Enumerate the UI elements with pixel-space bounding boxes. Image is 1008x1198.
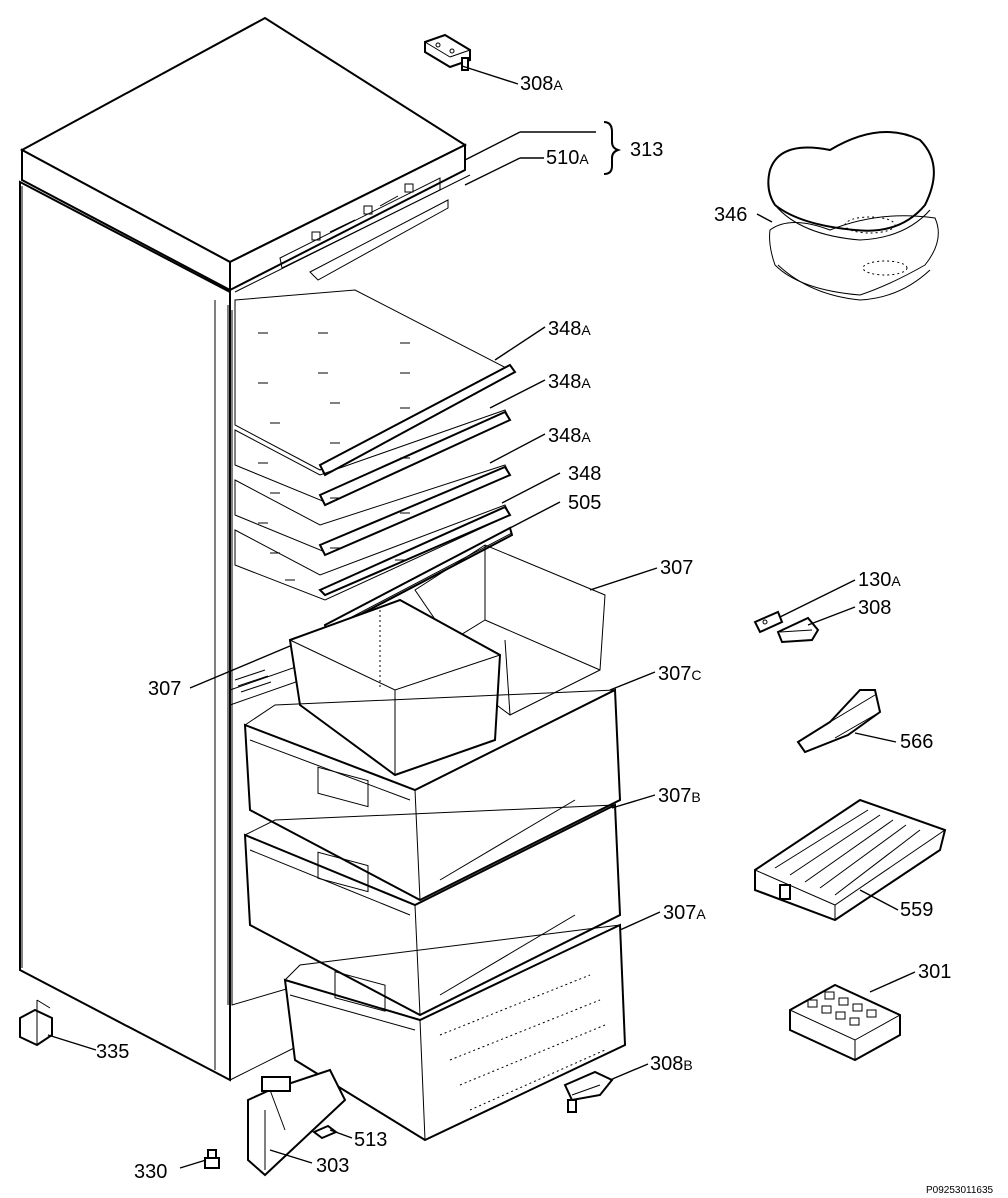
callout-303: 303 xyxy=(316,1155,349,1177)
callout-labels: 308A 313 510A 346 348A 348A 348A 348 505… xyxy=(96,73,951,1183)
callout-307b: 307B xyxy=(658,785,701,807)
callout-348: 348 xyxy=(568,463,601,485)
callout-348a-2: 348A xyxy=(548,371,591,393)
callout-308a: 308A xyxy=(520,73,563,95)
callout-308b: 308B xyxy=(650,1053,693,1075)
top-hinge-part xyxy=(424,33,471,71)
bracket-313 xyxy=(603,121,622,175)
callout-513: 513 xyxy=(354,1129,387,1151)
callout-559: 559 xyxy=(900,899,933,921)
foot-bracket-part xyxy=(19,999,53,1047)
ice-tray-lid-part xyxy=(754,798,947,922)
hinge-parts xyxy=(753,610,820,644)
cabinet-body xyxy=(19,180,331,1082)
callout-330: 330 xyxy=(134,1161,167,1183)
plinth-part xyxy=(247,1068,347,1177)
callout-301: 301 xyxy=(918,961,951,983)
callout-130a: 130A xyxy=(858,569,901,591)
callout-313: 313 xyxy=(630,139,663,161)
clip-part xyxy=(312,1124,338,1140)
crisper-bins xyxy=(288,544,606,777)
ice-scraper-part xyxy=(796,689,882,754)
drawing-code: P09253011635 xyxy=(926,1185,994,1196)
callout-348a-1: 348A xyxy=(548,318,591,340)
freezer-drawers xyxy=(243,688,627,1142)
callout-307-right: 307 xyxy=(660,557,693,579)
bottom-hinge-part xyxy=(563,1070,614,1113)
glass-shelves xyxy=(234,289,517,601)
callout-346: 346 xyxy=(714,204,747,226)
top-cover xyxy=(19,16,471,293)
callout-335: 335 xyxy=(96,1041,129,1063)
callout-505: 505 xyxy=(568,492,601,514)
shelf-2 xyxy=(234,409,512,507)
callout-566: 566 xyxy=(900,731,933,753)
leader-lines xyxy=(47,65,916,1169)
shelf-1 xyxy=(234,289,517,477)
callout-510a: 510A xyxy=(546,147,589,169)
callout-307a: 307A xyxy=(663,902,706,924)
callout-308: 308 xyxy=(858,597,891,619)
shelf-4 xyxy=(234,504,512,601)
crisper-cover-part xyxy=(767,131,939,301)
callout-307c: 307C xyxy=(658,663,702,685)
callout-348a-3: 348A xyxy=(548,425,591,447)
drawer-a xyxy=(283,923,627,1142)
adjustable-foot-part xyxy=(204,1149,220,1169)
drawer-c xyxy=(243,688,622,902)
ice-cube-tray-part xyxy=(789,983,901,1062)
drawer-b xyxy=(243,803,622,1017)
callout-307-left: 307 xyxy=(148,678,181,700)
shelf-3 xyxy=(234,464,512,557)
